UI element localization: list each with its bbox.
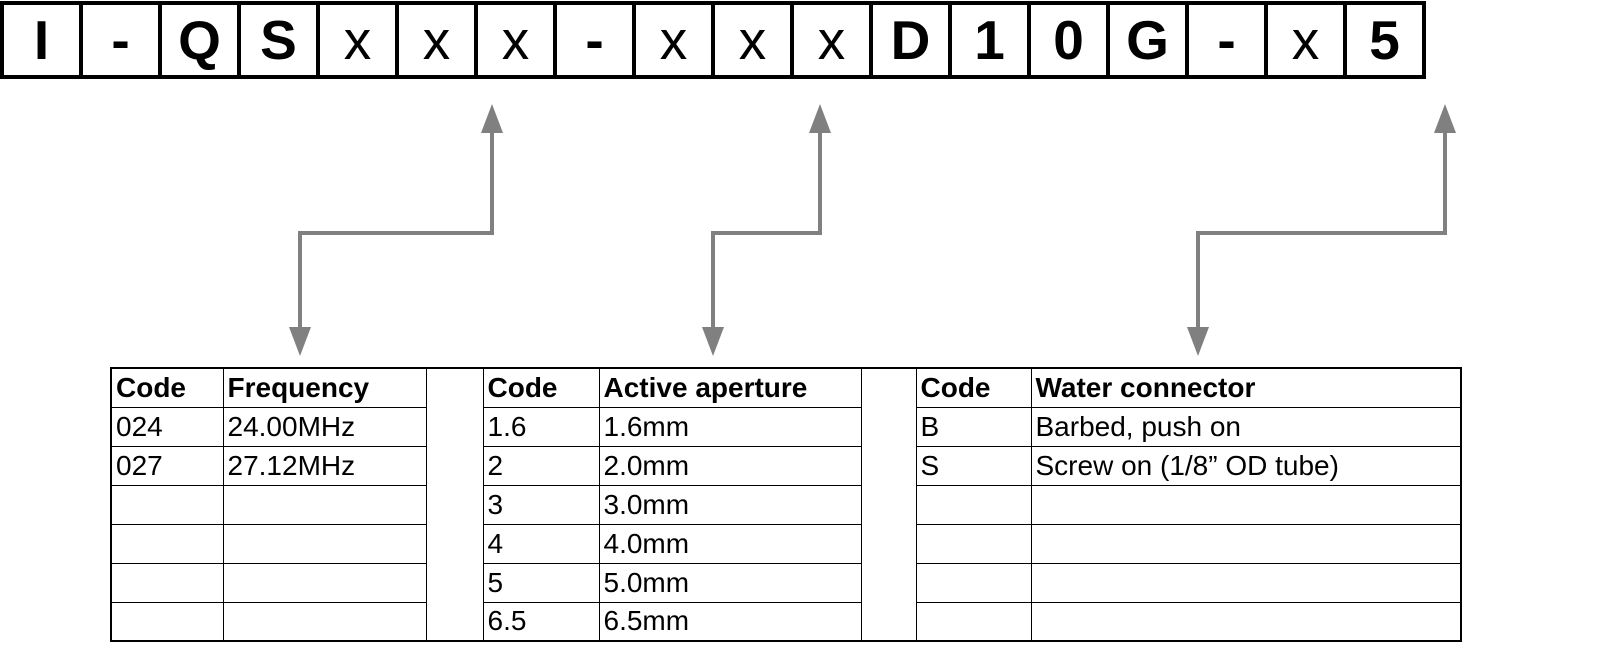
header-spacer-2 <box>860 368 917 407</box>
part-number-char-9: x <box>711 1 794 79</box>
cell-active-aperture: 4.0mm <box>598 523 862 564</box>
cell-active-aperture: 6.5mm <box>598 601 862 642</box>
cell-spacer-1 <box>425 407 484 446</box>
cell-frequency-code <box>110 562 224 603</box>
cell-water-connector <box>1030 562 1462 603</box>
frequency-connector <box>289 104 503 356</box>
part-number-char-13: 0 <box>1027 1 1110 79</box>
part-number-char-7: - <box>553 1 636 79</box>
cell-active-aperture: 5.0mm <box>598 562 862 603</box>
cell-water-connector <box>1030 523 1462 564</box>
cell-aperture-code: 4 <box>482 523 600 564</box>
cell-water-connector: Screw on (1/8” OD tube) <box>1030 445 1462 486</box>
aperture-connector <box>702 104 831 356</box>
part-number-char-1: - <box>79 1 162 79</box>
part-number-char-4: x <box>316 1 399 79</box>
header-water-connector: Water connector <box>1030 367 1462 408</box>
cell-active-aperture: 2.0mm <box>598 445 862 486</box>
cell-spacer-1 <box>425 524 484 563</box>
header-spacer-1 <box>425 368 484 407</box>
table-header-row: Code Frequency Code Active aperture Code… <box>110 367 1462 408</box>
header-active-aperture: Active aperture <box>598 367 862 408</box>
cell-frequency <box>222 484 427 525</box>
cell-frequency <box>222 562 427 603</box>
cell-active-aperture: 3.0mm <box>598 484 862 525</box>
cell-frequency-code <box>110 523 224 564</box>
part-number-char-17: 5 <box>1343 1 1426 79</box>
cell-spacer-2 <box>860 524 917 563</box>
cell-water-code <box>915 523 1032 564</box>
cell-frequency: 27.12MHz <box>222 445 427 486</box>
cell-spacer-2 <box>860 446 917 485</box>
part-number-char-15: - <box>1185 1 1268 79</box>
cell-spacer-1 <box>425 446 484 485</box>
part-number-char-11: D <box>869 1 952 79</box>
part-number-char-2: Q <box>158 1 241 79</box>
cell-aperture-code: 6.5 <box>482 601 600 642</box>
cell-frequency-code <box>110 484 224 525</box>
part-number-char-3: S <box>237 1 320 79</box>
water-connector-connector <box>1187 104 1456 356</box>
cell-aperture-code: 1.6 <box>482 406 600 447</box>
cell-frequency-code: 027 <box>110 445 224 486</box>
specification-table: Code Frequency Code Active aperture Code… <box>110 367 1462 642</box>
cell-frequency: 24.00MHz <box>222 406 427 447</box>
cell-aperture-code: 5 <box>482 562 600 603</box>
cell-aperture-code: 2 <box>482 445 600 486</box>
cell-water-connector: Barbed, push on <box>1030 406 1462 447</box>
cell-spacer-2 <box>860 407 917 446</box>
cell-spacer-2 <box>860 602 917 641</box>
header-aperture-code: Code <box>482 367 600 408</box>
cell-water-code: B <box>915 406 1032 447</box>
part-number-char-0: I <box>0 1 83 79</box>
part-number-char-5: x <box>395 1 478 79</box>
part-number-char-6: x <box>474 1 557 79</box>
header-frequency-code: Code <box>110 367 224 408</box>
cell-spacer-2 <box>860 563 917 602</box>
cell-water-code <box>915 562 1032 603</box>
cell-active-aperture: 1.6mm <box>598 406 862 447</box>
part-number-char-10: x <box>790 1 873 79</box>
cell-water-connector <box>1030 601 1462 642</box>
cell-spacer-1 <box>425 602 484 641</box>
cell-spacer-2 <box>860 485 917 524</box>
part-number-char-16: x <box>1264 1 1347 79</box>
cell-aperture-code: 3 <box>482 484 600 525</box>
cell-frequency <box>222 601 427 642</box>
header-frequency: Frequency <box>222 367 427 408</box>
cell-spacer-1 <box>425 563 484 602</box>
cell-water-code: S <box>915 445 1032 486</box>
part-number-char-14: G <box>1106 1 1189 79</box>
cell-water-code <box>915 484 1032 525</box>
part-number-char-8: x <box>632 1 715 79</box>
cell-water-connector <box>1030 484 1462 525</box>
cell-water-code <box>915 601 1032 642</box>
part-number-char-12: 1 <box>948 1 1031 79</box>
cell-frequency <box>222 523 427 564</box>
header-water-code: Code <box>915 367 1032 408</box>
cell-frequency-code: 024 <box>110 406 224 447</box>
cell-frequency-code <box>110 601 224 642</box>
cell-spacer-1 <box>425 485 484 524</box>
